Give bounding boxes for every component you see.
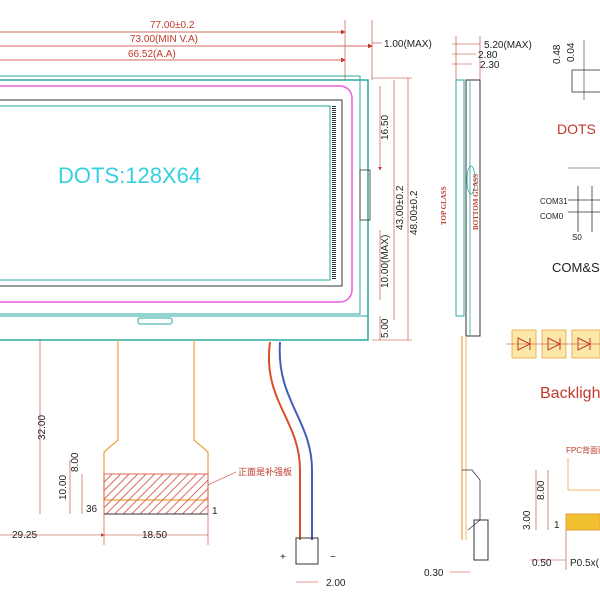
dim-0-48: 0.48 <box>552 44 563 64</box>
dots-label: DOTS:128X64 <box>58 163 201 188</box>
dim-r-8-00: 8.00 <box>536 480 547 500</box>
dim-10-max: 10.00(MAX) <box>380 235 391 288</box>
dim-5-20: 5.20(MAX) <box>484 40 532 51</box>
pin-36-label: 36 <box>86 504 98 515</box>
dim-fpc-8: 8.00 <box>70 452 81 472</box>
dim-16-50: 16.50 <box>380 115 391 140</box>
dim-pitch: 2.00 <box>326 578 346 589</box>
pin-1-label: 1 <box>212 506 218 517</box>
minus-label: − <box>330 552 336 563</box>
dim-2-30: 2.30 <box>480 60 500 71</box>
dim-r-pitch: P0.5x( <box>570 558 600 569</box>
backlight-label: Backligh <box>540 385 600 402</box>
top-glass-label: TOP GLASS <box>440 186 448 225</box>
module-outline <box>0 79 369 341</box>
detail-column: 0.48 0.04 DOTS COM31 COM0 S0 COM&S Backl… <box>506 40 600 570</box>
fpc-contact-area <box>565 513 600 531</box>
stiffener <box>103 473 209 515</box>
dim-aa: 66.52(A.A) <box>128 49 176 60</box>
glass-outline <box>0 75 361 315</box>
dim-18-50: 18.50 <box>142 530 167 541</box>
dim-2-80: 2.80 <box>478 50 498 61</box>
pin-1-detail: 1 <box>554 520 560 531</box>
connector <box>295 537 319 565</box>
dim-32-00: 32.00 <box>37 415 48 440</box>
dim-5-00: 5.00 <box>380 318 391 338</box>
backlight-wires: + − 2.00 <box>267 341 346 589</box>
dim-fpc-10: 10.00 <box>58 475 69 500</box>
dim-r-3-00: 3.00 <box>522 510 533 530</box>
active-area-outline <box>0 99 343 287</box>
com-seg-label: COM&S <box>552 260 600 275</box>
fpc: 36 1 正面是补强板 32.00 8.00 10.00 29.25 18.50 <box>0 340 292 545</box>
side-tab <box>359 169 371 221</box>
dots-detail-label: DOTS <box>557 121 596 137</box>
active-area-inner <box>0 105 331 281</box>
dim-outline-width: 77.00±0.2 <box>150 20 195 31</box>
com0-label: COM0 <box>540 212 564 221</box>
dim-top-max: 1.00(MAX) <box>384 39 432 50</box>
backlight-led-chain <box>506 329 600 359</box>
dim-min-va: 73.00(MIN V.A) <box>130 34 198 45</box>
com31-label: COM31 <box>540 197 568 206</box>
side-view: TOP GLASS BOTTOM GLASS 5.20(MAX) 2.80 2.… <box>424 36 532 579</box>
dim-48-00: 48.00±0.2 <box>409 190 420 235</box>
led-tab <box>137 317 173 325</box>
dim-29-25: 29.25 <box>12 530 37 541</box>
stiffener-note: 正面是补强板 <box>238 466 292 477</box>
s0-label: S0 <box>572 233 582 242</box>
plus-label: + <box>280 552 286 563</box>
fpc-back-note: FPC背面贴 <box>566 445 600 455</box>
dim-0-04: 0.04 <box>566 42 577 62</box>
dim-0-30: 0.30 <box>424 568 444 579</box>
bottom-glass-label: BOTTOM GLASS <box>472 174 480 230</box>
dim-43-00: 43.00±0.2 <box>395 185 406 230</box>
front-view: DOTS:128X64 77.00±0.2 73.00(MIN V.A) 66.… <box>0 20 432 341</box>
view-area-outline <box>0 85 353 303</box>
dim-r-0-50: 0.50 <box>532 558 552 569</box>
